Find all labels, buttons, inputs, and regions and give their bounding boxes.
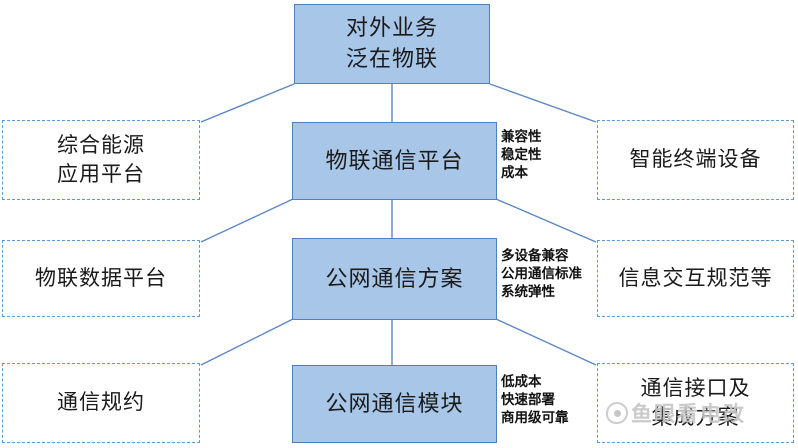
node-communication-interface-integration: 通信接口及 集成方案 (597, 363, 794, 443)
note-module-criteria: 低成本 快速部署 商用级可靠 (501, 374, 569, 426)
fisheye-pupil-icon (613, 409, 621, 417)
node-communication-protocol: 通信规约 (2, 363, 200, 443)
node-public-network-communication-plan: 公网通信方案 (292, 238, 497, 320)
note-platform-criteria: 兼容性 稳定性 成本 (501, 129, 542, 181)
node-external-business-iot: 对外业务 泛在物联 (294, 4, 490, 84)
node-integrated-energy-app-platform: 综合能源 应用平台 (2, 120, 200, 200)
node-iot-data-platform: 物联数据平台 (2, 240, 200, 317)
node-smart-terminal-devices: 智能终端设备 (597, 120, 794, 200)
node-public-network-communication-module: 公网通信模块 (292, 365, 497, 443)
watermark: 鱼眼看电改 (606, 398, 746, 428)
note-plan-criteria: 多设备兼容 公用通信标准 系统弹性 (501, 248, 582, 300)
watermark-text: 鱼眼看电改 (631, 403, 746, 426)
fisheye-logo-icon (606, 402, 628, 424)
node-iot-communication-platform: 物联通信平台 (292, 122, 497, 200)
node-information-exchange-specs: 信息交互规范等 (597, 240, 794, 317)
